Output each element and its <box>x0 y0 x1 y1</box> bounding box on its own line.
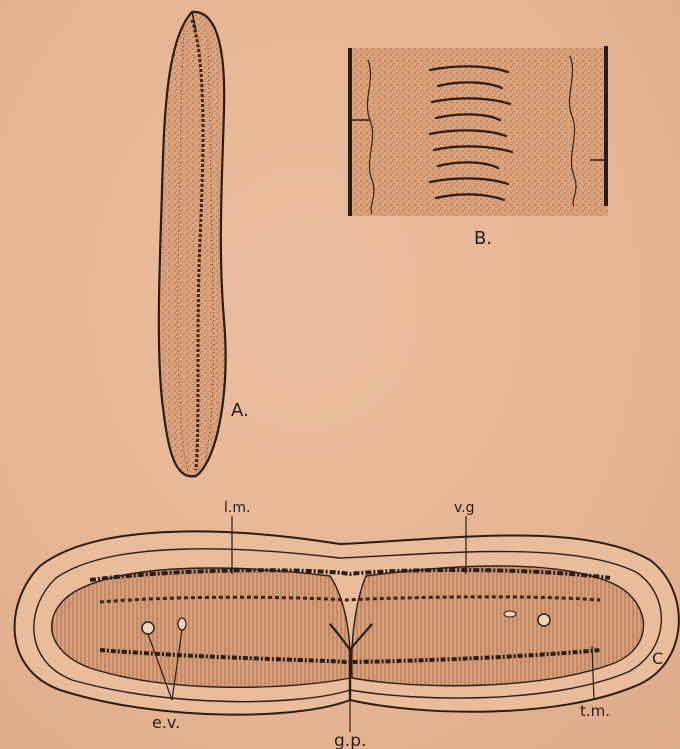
figure-a-specimen <box>159 12 226 476</box>
figure-c-label: C. <box>652 649 668 668</box>
figure-a-label: A. <box>231 400 249 421</box>
label-lm: l.m. <box>224 500 250 516</box>
label-tm: t.m. <box>580 702 610 720</box>
label-gp: g.p. <box>334 731 366 749</box>
label-vg: v.g <box>454 500 475 516</box>
figure-b-specimen <box>350 46 608 216</box>
figure-b-label: B. <box>474 228 492 249</box>
label-ev: e.v. <box>152 713 180 732</box>
figure-c-specimen <box>15 531 679 714</box>
